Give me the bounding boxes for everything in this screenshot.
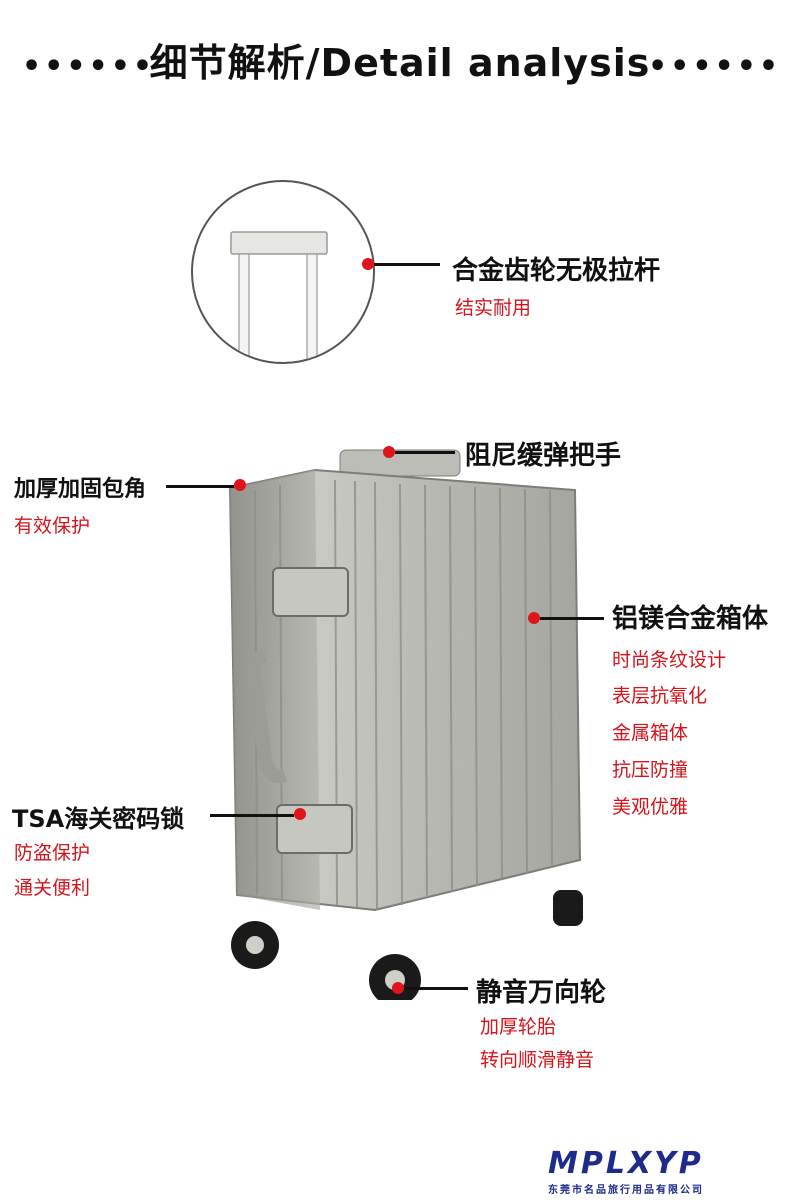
marker-dot-top-handle <box>383 446 395 458</box>
page-title: 细节解析/Detail analysis <box>149 41 651 85</box>
feature-note-wheels-1: 加厚轮胎 <box>480 1016 557 1038</box>
marker-dot-corner <box>234 479 246 491</box>
feature-title-top-handle: 阻尼缓弹把手 <box>465 441 622 471</box>
feature-title-wheels: 静音万向轮 <box>476 978 607 1008</box>
feature-note-corner-1: 有效保护 <box>14 515 91 537</box>
marker-dot-handle <box>362 258 374 270</box>
feature-note-lock-1: 防盗保护 <box>14 842 91 864</box>
marker-dot-body <box>528 612 540 624</box>
leader-line-handle <box>374 263 440 266</box>
brand-company-name: 东莞市名品旅行用品有限公司 <box>548 1185 704 1196</box>
feature-title-lock: TSA海关密码锁 <box>12 805 185 833</box>
feature-note-body-2: 表层抗氧化 <box>612 685 708 707</box>
feature-title-body: 铝镁合金箱体 <box>612 604 769 634</box>
feature-note-body-4: 抗压防撞 <box>612 759 689 781</box>
feature-title-handle: 合金齿轮无极拉杆 <box>452 256 661 286</box>
header-dots-right: •••••• <box>648 49 782 84</box>
header-dots-left: •••••• <box>22 49 156 84</box>
feature-note-wheels-2: 转向顺滑静音 <box>480 1049 595 1071</box>
telescopic-handle-illustration <box>230 231 328 362</box>
leader-line-top-handle <box>395 451 455 454</box>
feature-note-body-5: 美观优雅 <box>612 796 689 818</box>
feature-note-body-3: 金属箱体 <box>612 722 689 744</box>
leader-line-lock <box>210 814 294 817</box>
suitcase-illustration <box>228 449 583 1000</box>
marker-dot-wheels <box>392 982 404 994</box>
leader-line-wheels <box>404 987 468 990</box>
leader-line-body <box>540 617 604 620</box>
feature-note-lock-2: 通关便利 <box>14 877 91 899</box>
marker-dot-lock <box>294 808 306 820</box>
feature-note-body-1: 时尚条纹设计 <box>612 649 727 671</box>
handle-detail-circle <box>191 180 375 364</box>
leader-line-corner <box>166 485 234 488</box>
brand-logo: MPLXYP <box>548 1146 704 1181</box>
feature-note-handle-1: 结实耐用 <box>455 297 532 319</box>
feature-title-corner: 加厚加固包角 <box>14 477 147 502</box>
